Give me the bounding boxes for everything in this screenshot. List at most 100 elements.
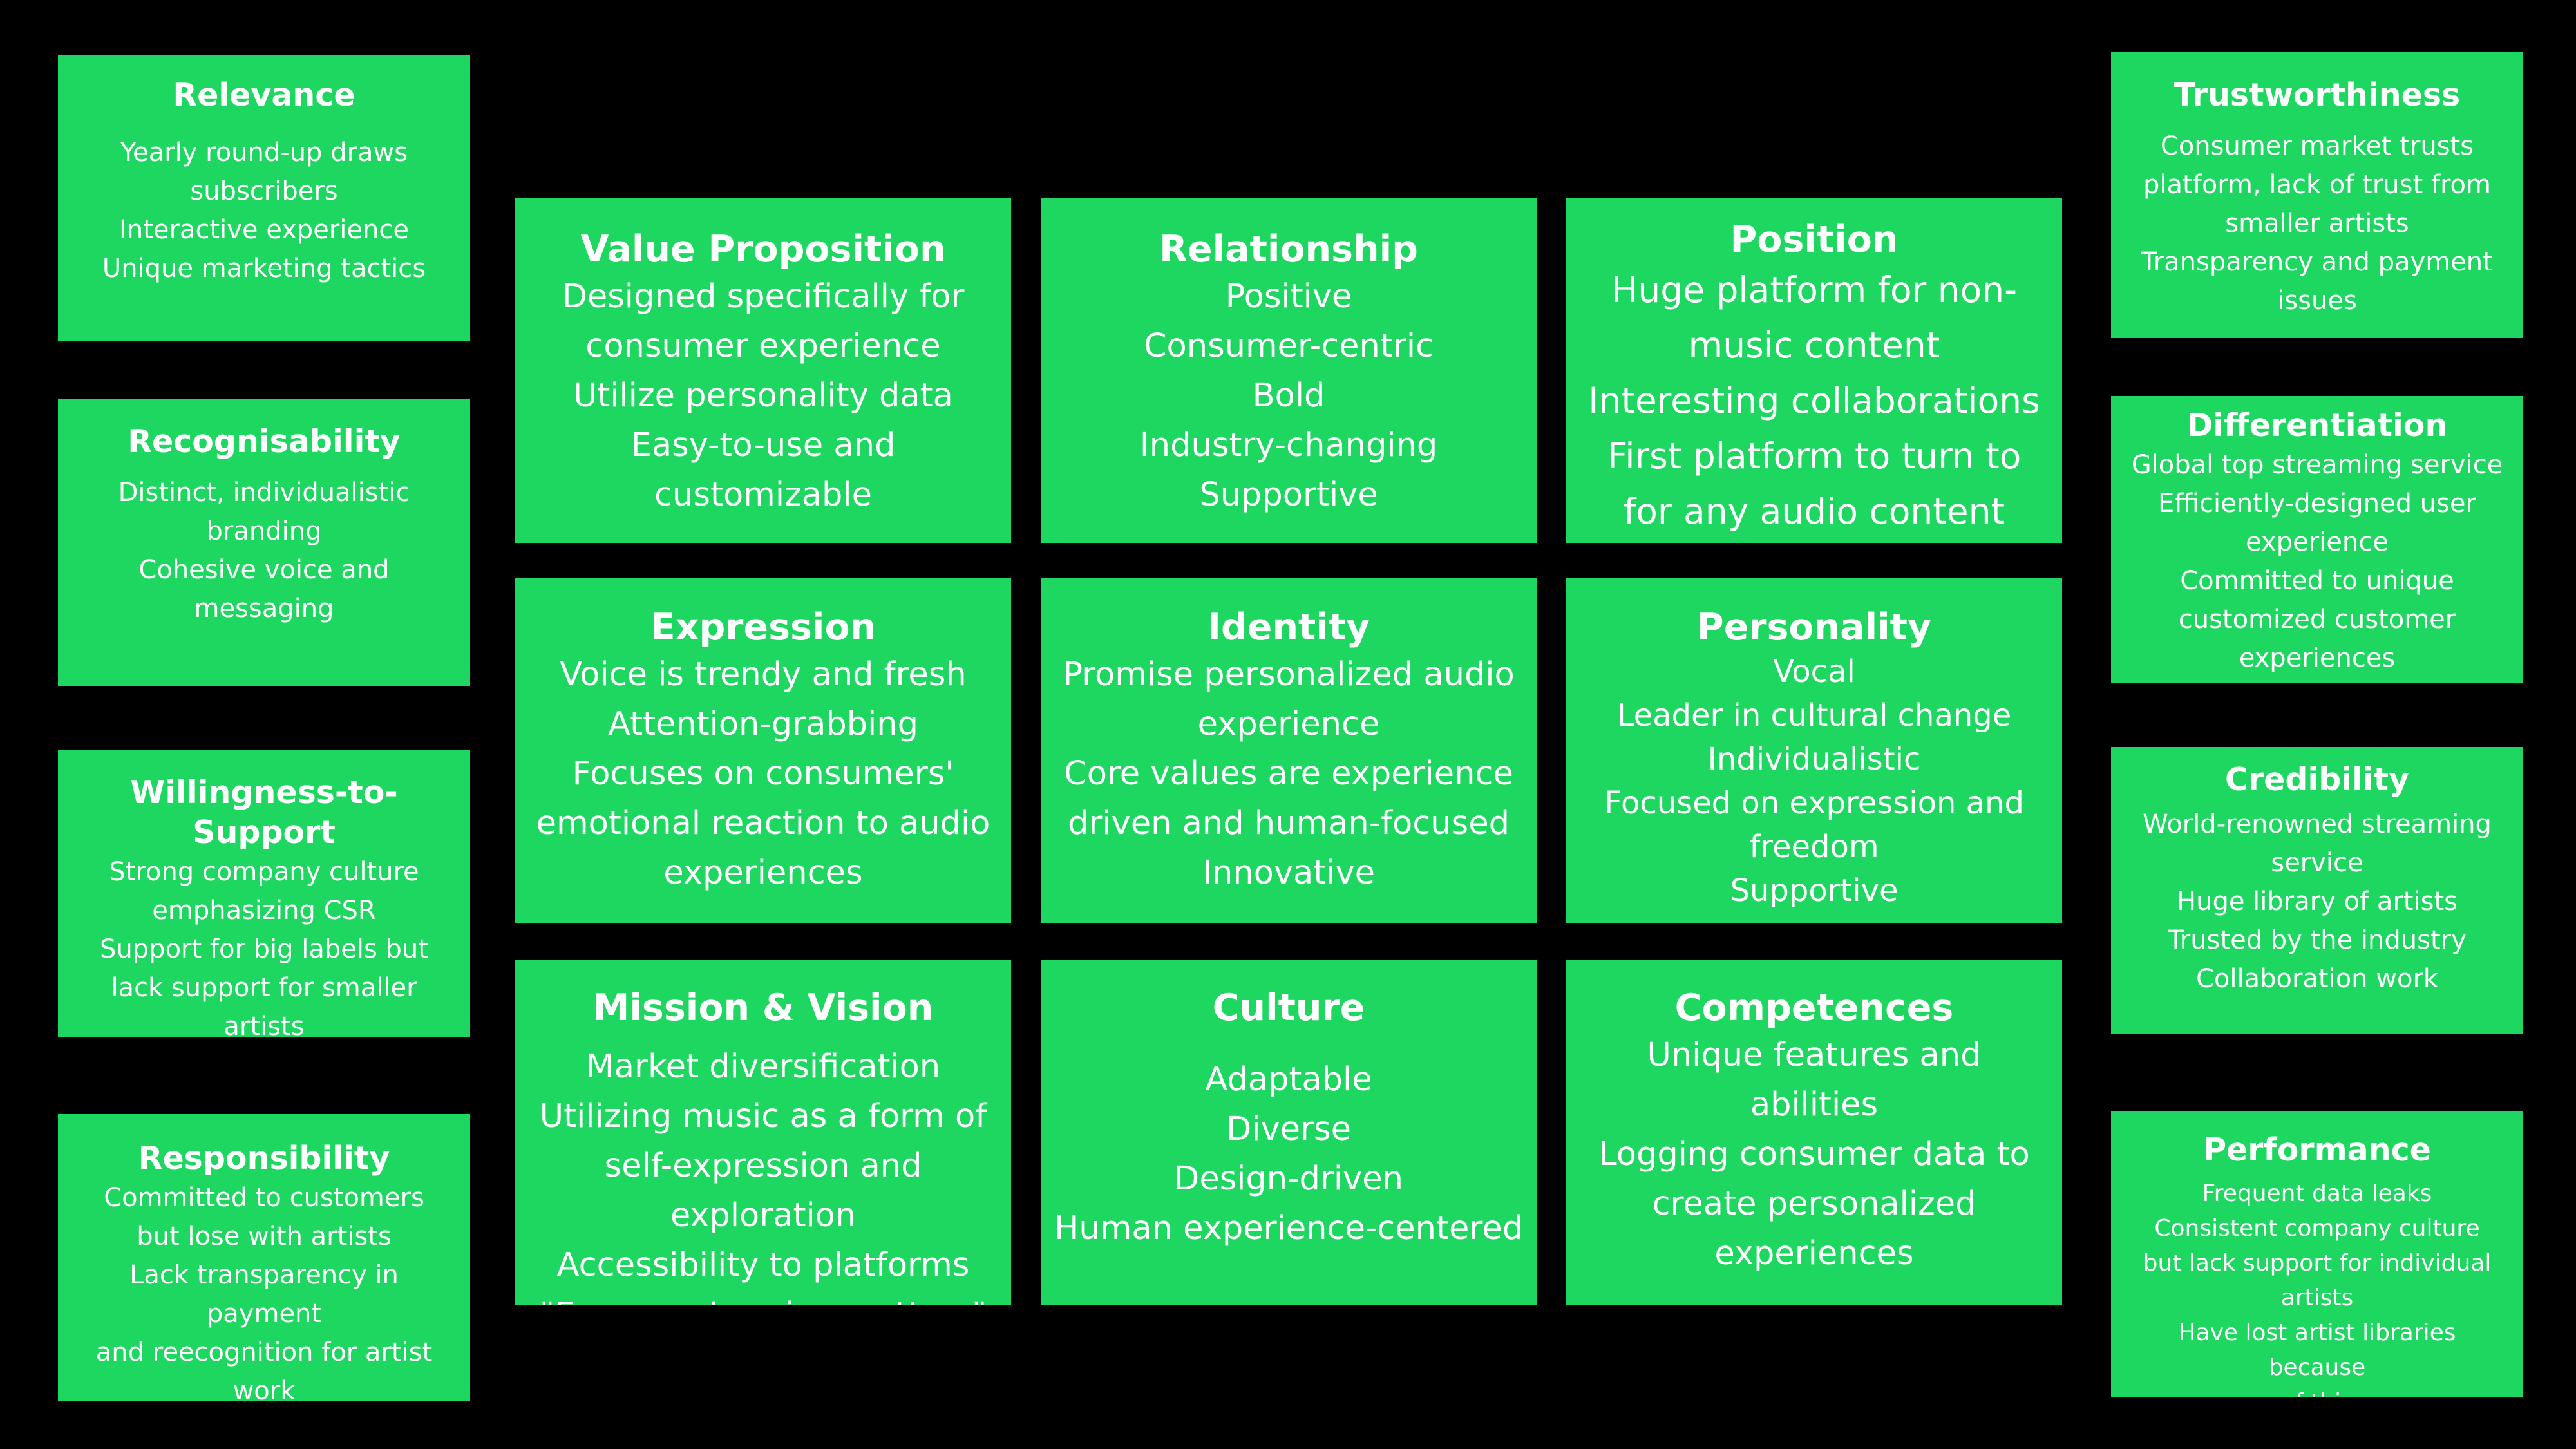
box-line: Interactive experience	[119, 215, 409, 245]
box-title: Performance	[2203, 1132, 2431, 1168]
box-line: Committed to unique	[2180, 566, 2454, 596]
box-title: Credibility	[2224, 761, 2410, 798]
box-line: artists	[223, 1012, 305, 1037]
box-title: Recognisability	[128, 423, 401, 460]
box-line: experiences	[2239, 643, 2396, 673]
box-line: Bold	[1252, 377, 1325, 415]
box-title: Position	[1730, 218, 1899, 261]
box-line: self-expression and exploration	[604, 1147, 922, 1235]
box-line: Transparency and payment	[2141, 247, 2493, 277]
box-line: Huge platform for non-	[1611, 269, 2017, 310]
box-line: World-renowned streaming	[2143, 810, 2492, 839]
box-line: Voice is trendy and fresh	[560, 656, 967, 694]
box-line: Positive	[1225, 278, 1352, 316]
box-line: Utilizing music as a form of	[539, 1097, 987, 1135]
box-line: but lack support for individual	[2143, 1250, 2492, 1276]
box-title: Relationship	[1159, 228, 1418, 270]
box-title: Culture	[1212, 987, 1365, 1029]
box-line: Focuses on consumers'	[572, 755, 954, 793]
box-title: Trustworthiness	[2174, 77, 2461, 113]
box-line: Focused on expression and	[1604, 785, 2024, 821]
box-line: Innovative	[1202, 854, 1376, 892]
box-line: and reecognition for artist	[95, 1338, 433, 1367]
recognisability-box: Recognisability Distinct, individualisti…	[58, 399, 470, 686]
box-title: Personality	[1696, 606, 1932, 649]
box-line: Leader in cultural change	[1616, 697, 2012, 734]
differentiation-box: Differentiation Global top streaming ser…	[2111, 396, 2523, 683]
box-title: Responsibility	[138, 1140, 390, 1177]
box-line: emphasizing CSR	[152, 896, 376, 925]
box-line: experiences	[1714, 1235, 1914, 1273]
value-proposition-box: Value Proposition Designed specifically …	[515, 198, 1011, 543]
box-line: Utilize personality data	[573, 377, 953, 415]
box-line: for any audio content	[1623, 491, 2005, 532]
box-line: Collaboration work	[2195, 964, 2439, 994]
box-line: Committed to customers	[104, 1183, 424, 1213]
box-line: Yearly round-up draws	[120, 138, 408, 167]
box-line: service	[2271, 848, 2363, 878]
box-lines: Designed specifically for consumer experi…	[562, 272, 965, 520]
responsibility-box: Responsibility Committed to customers but…	[58, 1114, 470, 1401]
box-line: Diverse	[1226, 1110, 1351, 1148]
box-line: Have lost artist libraries because	[2178, 1320, 2456, 1381]
box-line: customizable	[654, 476, 872, 514]
box-line: freedom	[1749, 829, 1879, 865]
box-line: music content	[1688, 325, 1940, 366]
box-title: Differentiation	[2186, 407, 2448, 444]
box-line: Frequent data leaks	[2202, 1180, 2432, 1207]
box-line: customized customer	[2178, 605, 2456, 634]
box-line: issues	[2277, 286, 2357, 316]
box-line: experience	[1197, 705, 1380, 743]
box-line: Supportive	[1730, 873, 1899, 909]
box-line: Market diversification	[585, 1048, 941, 1086]
box-line: artists	[2280, 1285, 2354, 1311]
box-line: Attention-grabbing	[608, 705, 918, 743]
box-line: branding	[206, 516, 322, 546]
box-line: Individualistic	[1707, 741, 1921, 777]
box-line: Designed specifically for	[562, 278, 965, 316]
box-title: Relevance	[173, 77, 355, 113]
box-line: Interesting collaborations	[1588, 380, 2040, 421]
box-line: Lack transparency in payment	[129, 1260, 399, 1329]
box-title: Expression	[650, 606, 876, 649]
box-line: work	[232, 1376, 296, 1401]
box-title: Value Proposition	[580, 228, 946, 270]
box-line: but lose with artists	[137, 1222, 392, 1251]
box-line: consumer experience	[585, 327, 941, 365]
position-box: Position Huge platform for non-music con…	[1566, 198, 2062, 543]
box-lines: Committed to customers but lose with arti…	[73, 1179, 455, 1401]
box-line: Promise personalized audio	[1063, 656, 1515, 694]
box-line: Unique marketing tactics	[102, 254, 426, 283]
willingness-to-support-box: Willingness-to-Support Strong company cu…	[58, 750, 470, 1037]
box-line: lack support for smaller	[111, 973, 417, 1003]
box-line: create personalized	[1652, 1185, 1976, 1223]
box-line: First platform to turn to	[1607, 435, 2022, 477]
box-line: Strong company culture	[109, 857, 419, 887]
box-line: Consistent company culture	[2154, 1215, 2480, 1242]
credibility-box: Credibility World-renowned streaming serv…	[2111, 747, 2523, 1034]
box-line: abilities	[1750, 1086, 1879, 1124]
box-line: experience	[2246, 527, 2389, 557]
box-line: Cohesive voice and messaging	[138, 555, 390, 623]
box-line: Industry-changing	[1139, 426, 1438, 464]
box-line: Unique features and	[1647, 1036, 1982, 1074]
box-line: Vocal	[1773, 654, 1855, 690]
box-line: Adaptable	[1205, 1061, 1372, 1099]
box-line: emotional reaction to audio	[536, 804, 990, 842]
